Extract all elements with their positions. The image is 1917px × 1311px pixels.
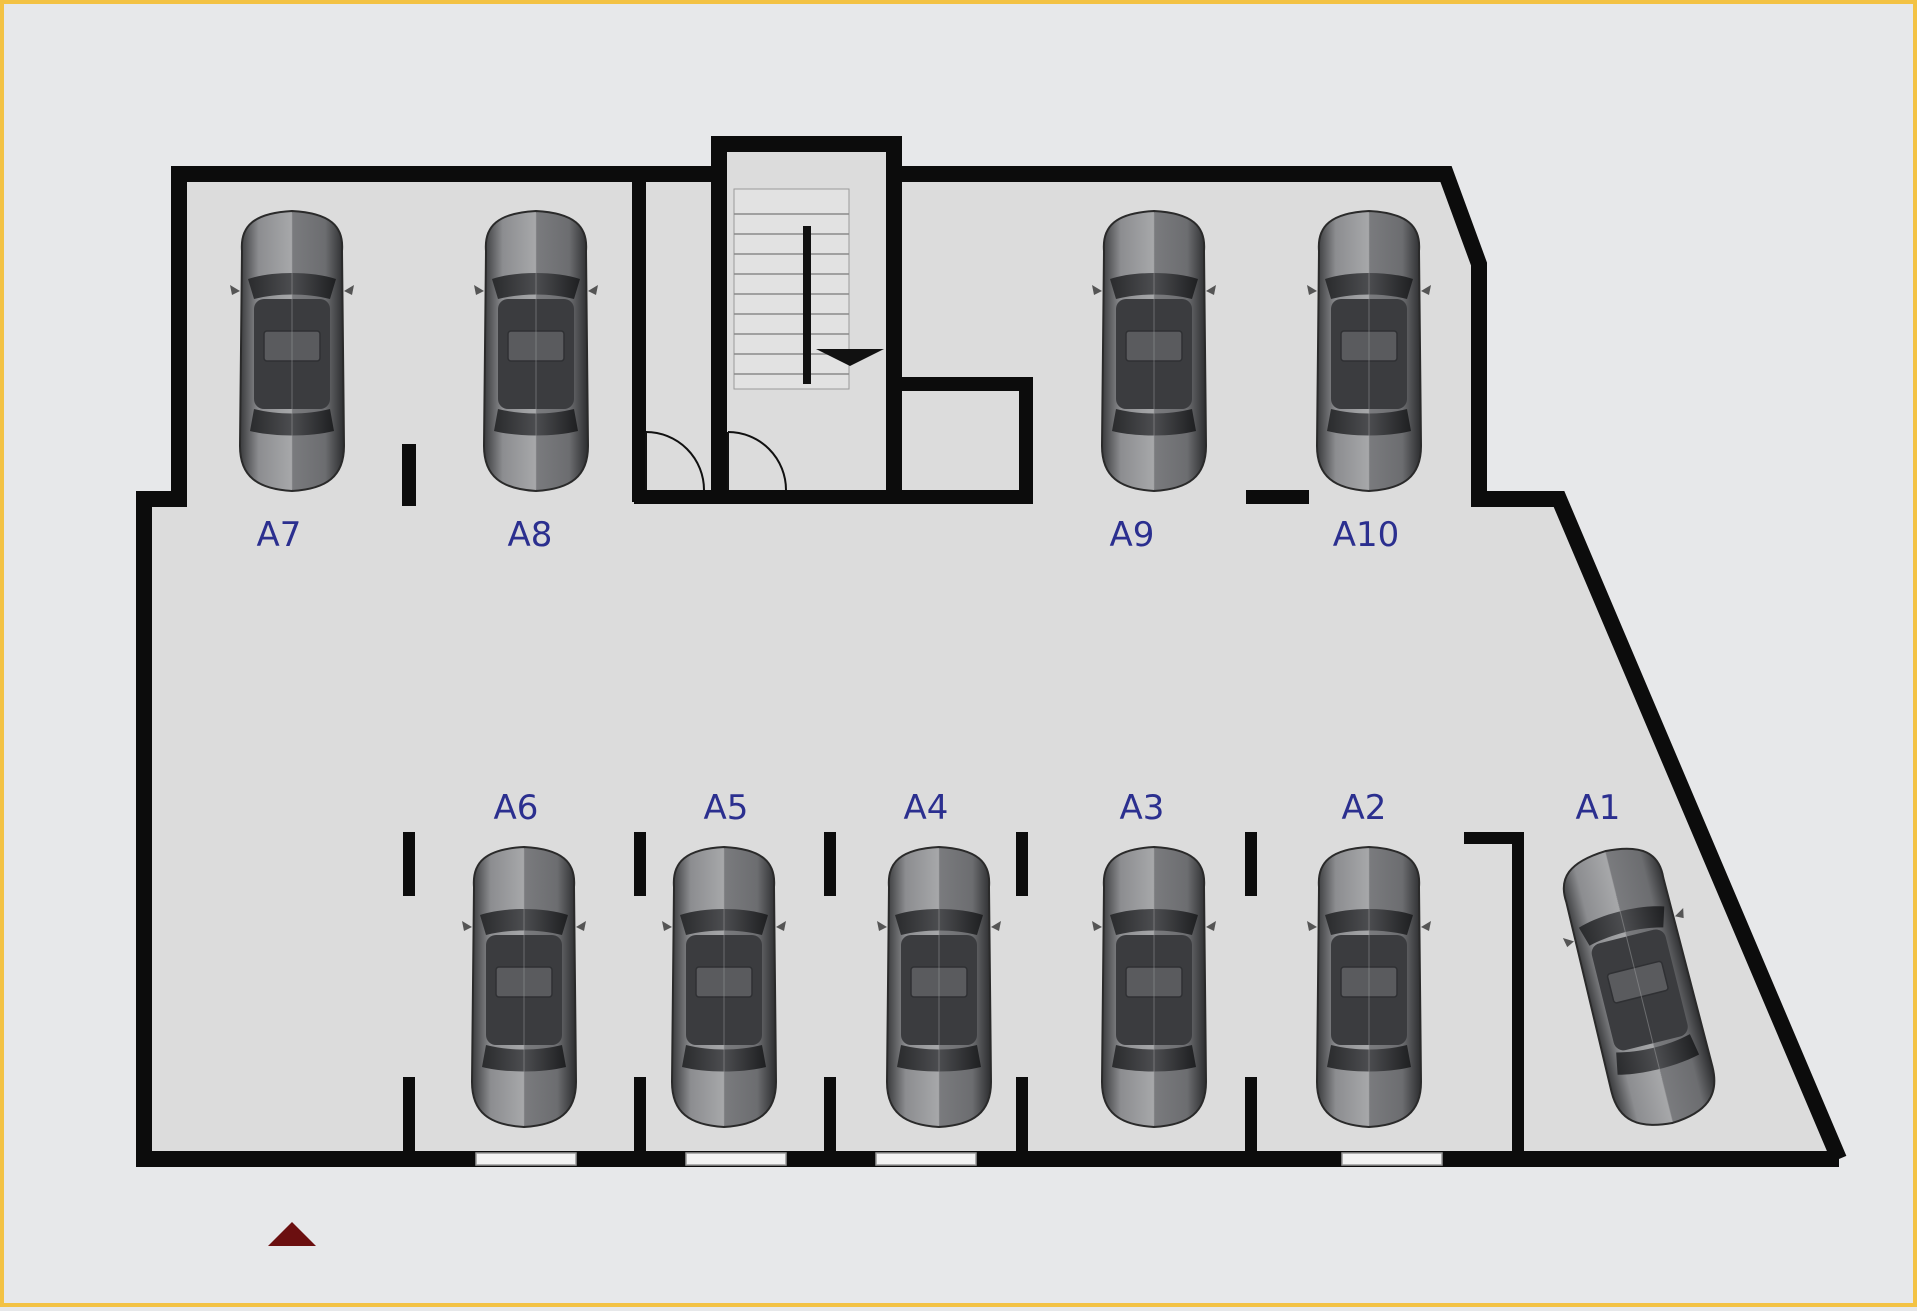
outer-wall	[136, 166, 1839, 1167]
space-label-a8: A8	[508, 515, 553, 555]
car-topview-icon	[1091, 210, 1217, 492]
space-label-a6: A6	[494, 788, 539, 828]
space-label-a10: A10	[1333, 515, 1400, 555]
space-label-a3: A3	[1120, 788, 1165, 828]
staircase	[711, 136, 902, 494]
car-topview-icon	[1306, 846, 1432, 1128]
car-topview-icon	[473, 210, 599, 492]
parking-floor-plan: A7 A8 A9 A10 A6 A5 A4 A3 A2 A1	[136, 136, 1847, 1246]
car-topview-icon	[1306, 210, 1432, 492]
space-label-a1: A1	[1576, 788, 1621, 828]
car-topview-icon	[661, 846, 787, 1128]
space-label-a7: A7	[257, 515, 302, 555]
car-topview-icon	[1091, 846, 1217, 1128]
space-label-a2: A2	[1342, 788, 1387, 828]
car-topview-icon	[229, 210, 355, 492]
space-label-a5: A5	[704, 788, 749, 828]
bay-dividers	[403, 832, 1524, 1159]
outer-wall-east	[894, 166, 1847, 1163]
entrance-arrow-icon	[268, 1222, 316, 1246]
car-topview-icon	[876, 846, 1002, 1128]
space-label-a9: A9	[1110, 515, 1155, 555]
car-topview-icon	[461, 846, 587, 1128]
wall-openings	[475, 1152, 1443, 1166]
space-label-a4: A4	[904, 788, 949, 828]
stairs-direction-icon	[816, 349, 884, 366]
door-swing-icon	[645, 431, 787, 491]
interior-walls	[402, 181, 1309, 506]
